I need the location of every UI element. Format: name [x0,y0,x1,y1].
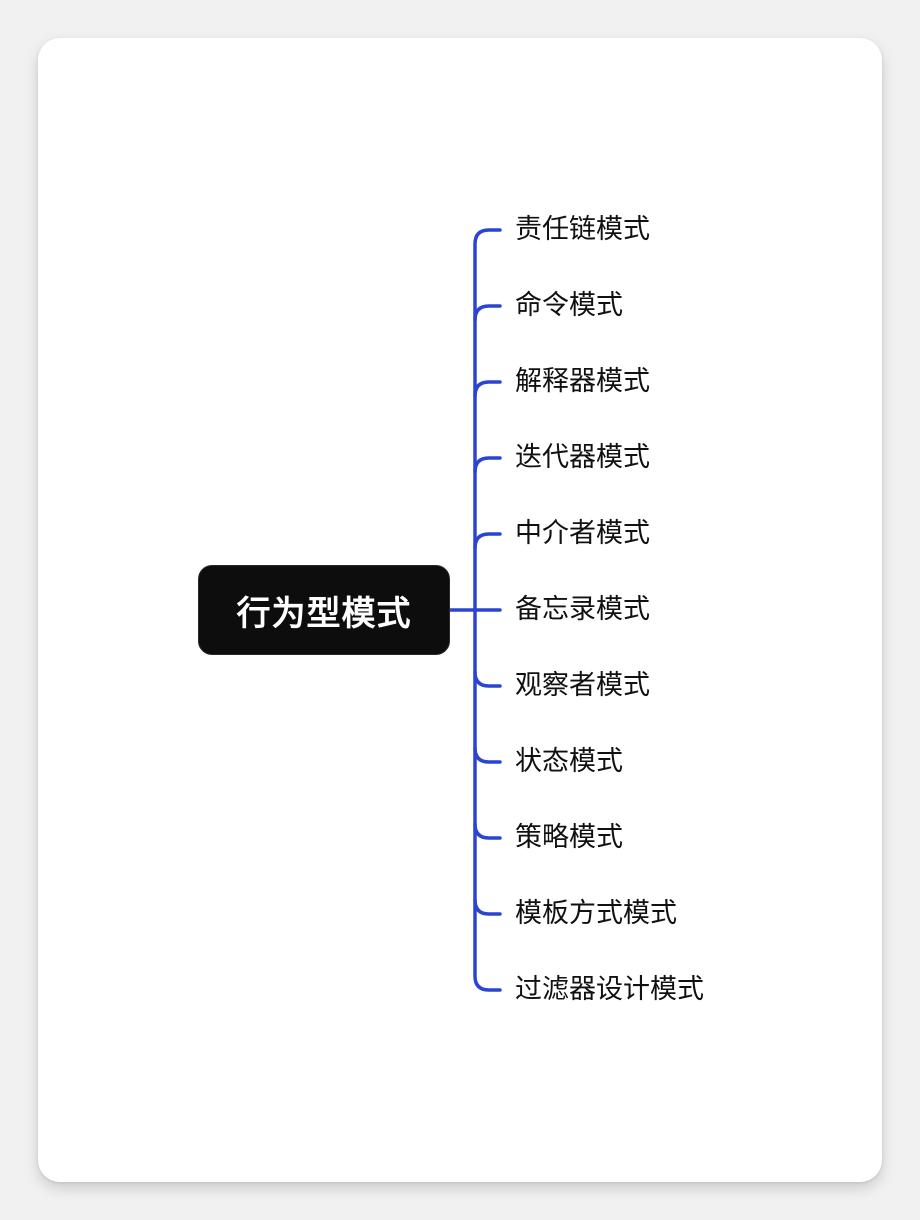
branch-connector [473,746,502,764]
child-node[interactable]: 中介者模式 [515,518,650,549]
child-node[interactable]: 观察者模式 [515,670,650,701]
child-node[interactable]: 模板方式模式 [515,898,677,929]
child-node[interactable]: 解释器模式 [515,366,650,397]
child-node[interactable]: 迭代器模式 [515,442,650,473]
branch-connector [473,898,502,916]
branch-connector [473,822,502,840]
branch-connector [473,380,502,398]
child-node[interactable]: 责任链模式 [515,214,650,245]
child-node[interactable]: 备忘录模式 [515,594,650,625]
branch-connector [473,670,502,688]
child-node[interactable]: 命令模式 [515,290,623,321]
child-node[interactable]: 策略模式 [515,822,623,853]
branch-connector [473,304,502,322]
child-node[interactable]: 过滤器设计模式 [515,974,704,1005]
root-node[interactable]: 行为型模式 [198,565,450,655]
branch-connector [473,456,502,474]
root-node-label: 行为型模式 [236,593,412,634]
child-node[interactable]: 状态模式 [515,746,623,777]
branch-connector [473,532,502,550]
